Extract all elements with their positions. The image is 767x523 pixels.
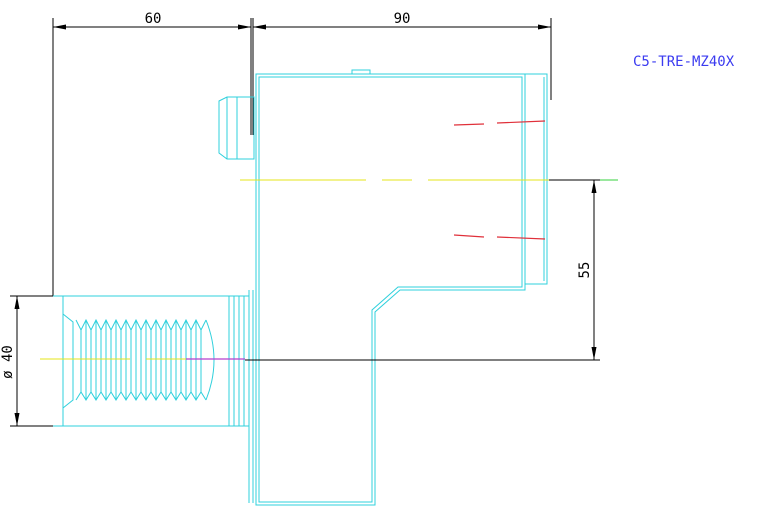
dimension-label-diameter: ø 40: [0, 345, 16, 379]
center-lines: [40, 179, 618, 360]
dimension-diameter-40: ø 40: [0, 295, 53, 427]
arrow-head: [238, 24, 251, 30]
dimension-label-90: 90: [394, 11, 411, 27]
body-inner-outline: [258, 76, 523, 503]
part-code-label: C5-TRE-MZ40X: [633, 54, 735, 70]
dimension-90: 90: [252, 11, 552, 135]
shank-outline: [62, 295, 250, 427]
arrow-head: [538, 24, 551, 30]
top-boss: [351, 69, 371, 75]
arrow-head: [14, 413, 20, 426]
arrow-head: [14, 296, 20, 309]
tool-holder-body: [218, 69, 548, 506]
dimension-55: 55: [245, 179, 600, 361]
dimension-label-60: 60: [145, 11, 162, 27]
right-flange: [524, 73, 548, 285]
arrow-head: [253, 24, 266, 30]
threaded-shank: [53, 295, 250, 427]
arrow-head: [591, 180, 597, 193]
dimension-label-55: 55: [577, 262, 593, 279]
dimension-60: 60: [52, 11, 252, 296]
hidden-lines: [453, 120, 546, 240]
arrow-head: [591, 347, 597, 360]
body-outline: [255, 73, 526, 506]
arrow-head: [53, 24, 66, 30]
